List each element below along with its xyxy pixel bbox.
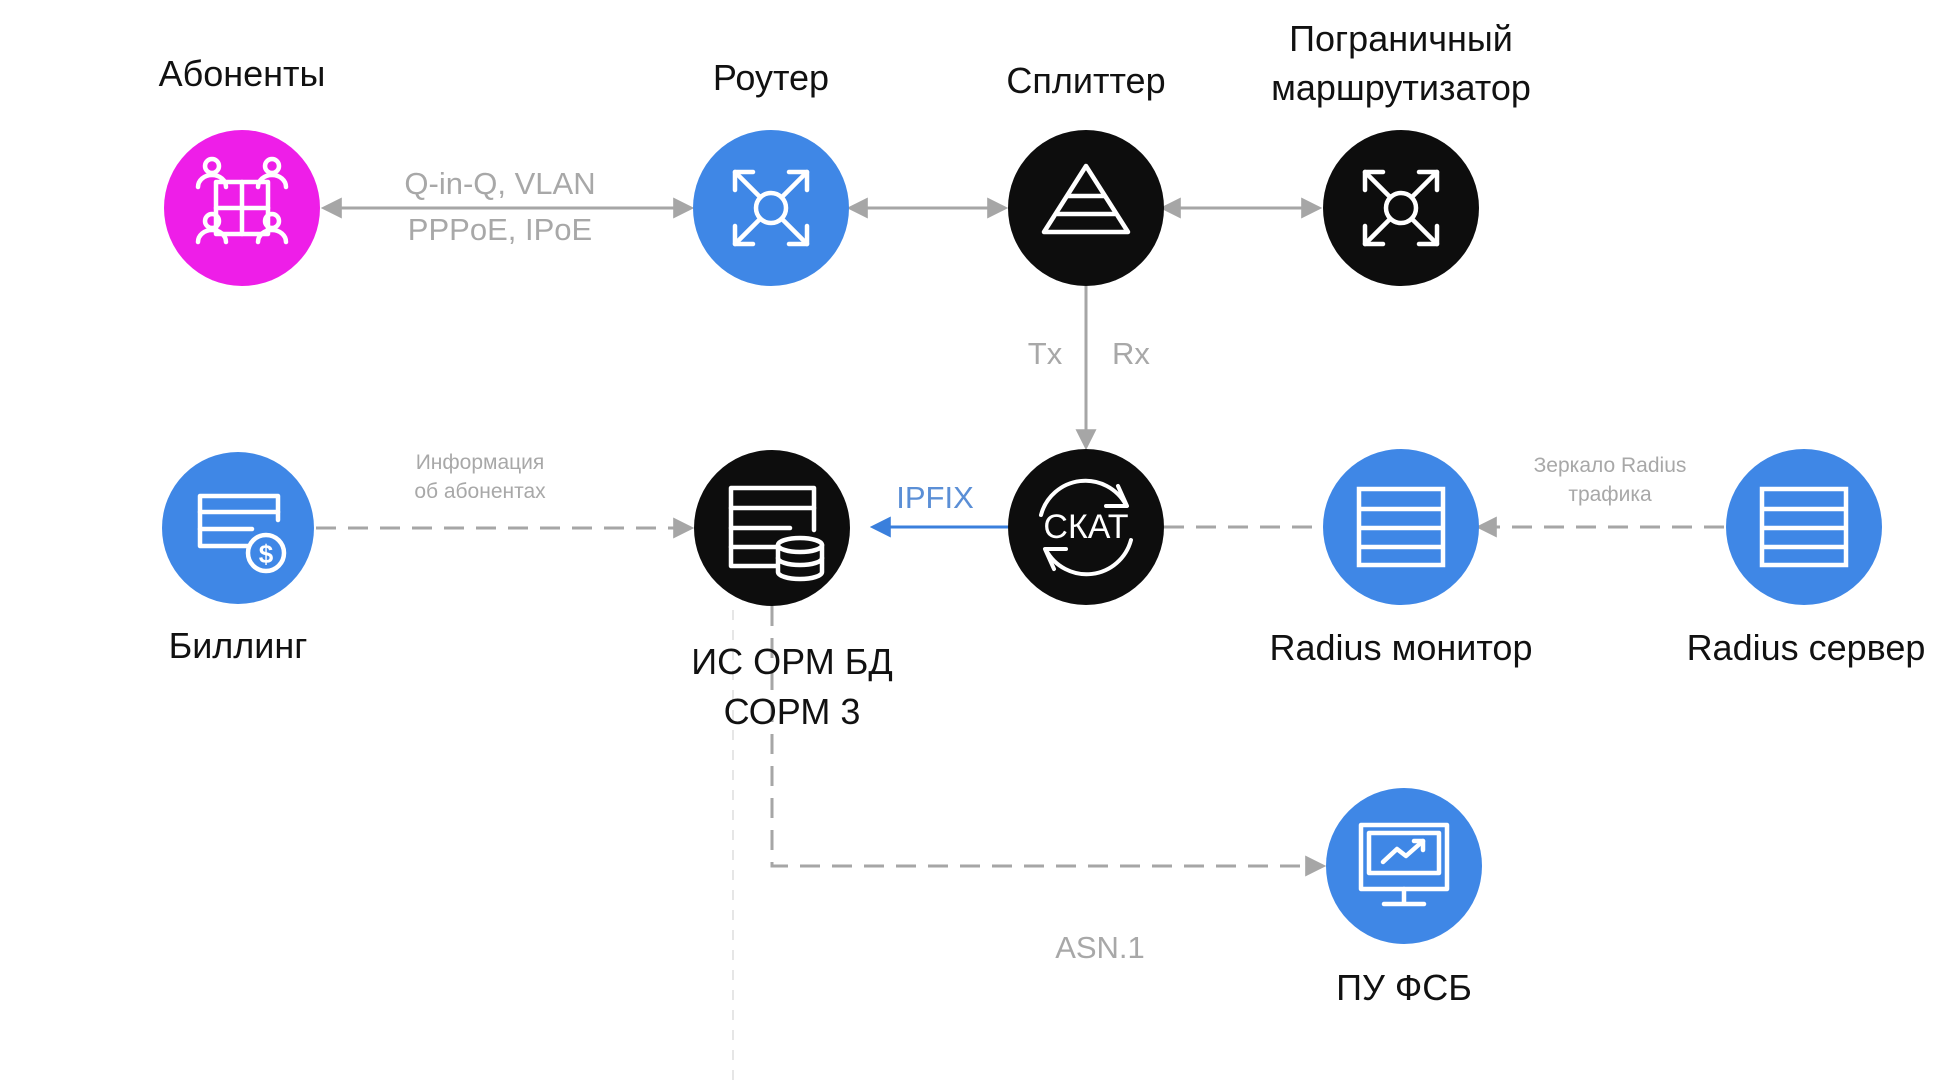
rx-label: Rx [1112, 336, 1150, 371]
sorm-db-label-line1: ИС ОРМ БД [691, 641, 893, 682]
border-router-label-line1: Пограничный [1289, 18, 1513, 59]
router-label: Роутер [712, 57, 830, 98]
people-grid-icon [195, 156, 289, 245]
sorm-fsb-connector [770, 606, 1327, 877]
border-router-node[interactable] [1323, 130, 1479, 286]
router-arrows-icon [732, 169, 810, 247]
splitter-node[interactable] [1008, 130, 1164, 286]
subscriber-router-label-line1: Q-in-Q, VLAN [404, 166, 596, 201]
radius-mirror-label-line2: трафика [1568, 483, 1652, 506]
billing-node[interactable]: $ [162, 452, 314, 604]
splitter-label: Сплиттер [1006, 60, 1166, 101]
billing-info-label-line2: об абонентах [414, 480, 546, 503]
router-node[interactable] [693, 130, 849, 286]
billing-label: Биллинг [168, 625, 308, 666]
billing-dollar-icon [197, 493, 287, 574]
subscriber-router-label-line2: PPPoE, IPoE [407, 212, 593, 247]
radius-monitor-label: Radius монитор [1269, 627, 1533, 668]
monitor-chart-icon [1358, 822, 1450, 907]
server-stack-icon [1759, 486, 1849, 568]
cycle-icon [1039, 478, 1133, 577]
subscribers-node[interactable] [164, 130, 320, 286]
database-table-icon [728, 485, 825, 582]
pyramid-icon [1041, 163, 1131, 235]
asn-label: ASN.1 [1055, 930, 1145, 965]
radius-server-label: Radius сервер [1686, 627, 1926, 668]
billing-info-label-line1: Информация [415, 451, 545, 474]
ipfix-label: IPFIX [896, 480, 974, 515]
pu-fsb-node[interactable] [1326, 788, 1482, 944]
server-stack-icon [1356, 486, 1446, 568]
dollar-sign: $ [259, 539, 274, 569]
radius-server-node[interactable] [1726, 449, 1882, 605]
skat-node[interactable] [1008, 449, 1164, 605]
sorm-db-label-line2: СОРМ 3 [723, 691, 861, 732]
subscribers-label: Абоненты [158, 53, 326, 94]
skat-node-label: СКАТ [1043, 508, 1129, 546]
radius-mirror-label-line1: Зеркало Radius [1533, 454, 1687, 477]
router-arrows-icon [1362, 169, 1440, 247]
sorm-db-node[interactable] [694, 450, 850, 606]
border-router-label-line2: маршрутизатор [1271, 67, 1531, 108]
radius-monitor-node[interactable] [1323, 449, 1479, 605]
pu-fsb-label: ПУ ФСБ [1336, 967, 1472, 1008]
tx-label: Tx [1027, 336, 1063, 371]
